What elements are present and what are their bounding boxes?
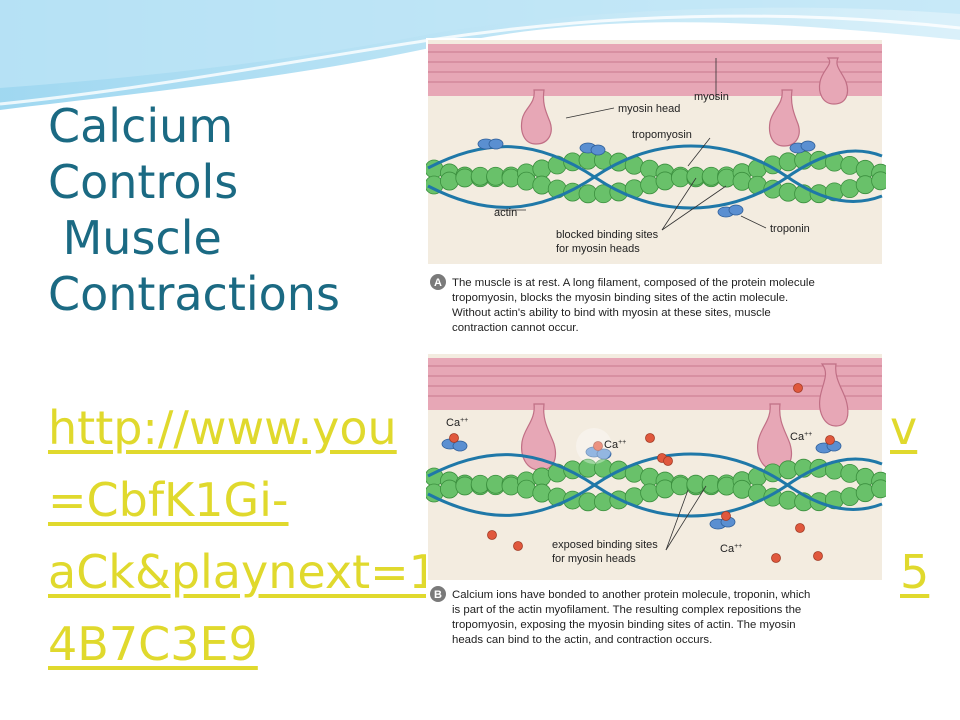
actin-bead [532,159,552,179]
label-exposed-line2: for myosin heads [552,553,636,565]
actin-bead [840,179,860,199]
link-fragment[interactable]: 5 [900,545,930,599]
calcium-ions [449,383,835,563]
label-tropomyosin: tropomyosin [632,129,692,141]
link-fragment[interactable]: v [890,401,918,455]
video-link[interactable]: http://www.you =CbfK1Gi- aCk&playnext=1 … [48,392,930,680]
calcium-highlight [576,428,612,464]
label-exposed-line1: exposed binding sites [552,539,658,551]
badge-b-letter: B [434,589,442,601]
leader-lines [665,485,707,551]
actin-bead [532,175,552,195]
caption-b-line: is part of the actin myofilament. The re… [452,604,801,616]
badge-a [430,274,446,290]
caption-b-line: heads can bind to the actin, and contrac… [452,634,712,646]
tropomyosin-strands [427,144,883,210]
caption-a: A The muscle is at rest. A long filament… [428,266,882,352]
link-line[interactable]: http://www.you [48,401,397,455]
myosin-filament [428,44,882,96]
caption-a-line: tropomyosin, blocks the myosin binding s… [452,292,788,304]
title-line: Muscle [48,211,222,265]
link-line[interactable]: 4B7C3E9 [48,617,258,671]
caption-b-line: tropomyosin, exposing the myosin binding… [452,619,796,631]
caption-b-line: Calcium ions have bonded to another prot… [452,589,810,601]
caption-a-line: Without actin's ability to bind with myo… [452,307,771,319]
actin-bead [732,479,752,499]
label-myosin-head: myosin head [618,103,680,115]
actin-bead [532,467,552,487]
caption-b: B Calcium ions have bonded to another pr… [428,582,882,650]
label-blocked-line2: for myosin heads [556,243,640,255]
actin-bead [517,479,536,499]
actin-bead [732,171,752,191]
title-line: Controls [48,155,239,209]
actin-bead [840,463,860,483]
panel-a: myosin head myosin tropomyosin actin tro… [426,40,886,264]
muscle-contraction-figure: myosin head myosin tropomyosin actin tro… [426,38,886,652]
actin-bead [532,483,552,503]
caption-a-line: contraction cannot occur. [452,322,579,334]
actin-bead [871,479,886,499]
actin-bead [871,171,886,191]
myosin-filament [428,358,882,410]
label-actin: actin [494,207,517,219]
label-ca: Ca++ [790,431,812,443]
slide-title: Calcium Controls Muscle Contractions [48,98,428,322]
troponin-complexes [477,138,816,218]
actin-bead [855,175,875,195]
label-ca: Ca++ [604,439,626,451]
label-ca: Ca++ [720,543,742,555]
myosin-heads [521,363,849,471]
link-line[interactable]: aCk&playnext=1 [48,545,438,599]
badge-a-letter: A [434,277,442,289]
actin-filament [426,150,886,204]
actin-bead [517,171,536,191]
caption-a-line: The muscle is at rest. A long filament, … [452,277,815,289]
leader-lines [496,58,767,231]
label-myosin: myosin [694,91,729,103]
tropomyosin-strands [427,452,883,518]
actin-bead [640,175,660,195]
myosin-heads [520,57,849,147]
label-blocked-line1: blocked binding sites [556,229,659,241]
actin-bead [640,483,660,503]
panel-b: Ca++ Ca++ Ca++ Ca++ exposed binding site… [426,354,886,580]
actin-bead [855,483,875,503]
actin-bead [840,487,860,507]
label-troponin: troponin [770,223,810,235]
title-line: Calcium [48,99,234,153]
link-line[interactable]: =CbfK1Gi- [48,473,289,527]
actin-filament [426,458,886,512]
title-line: Contractions [48,267,340,321]
badge-b [430,586,446,602]
actin-bead [840,155,860,175]
label-ca: Ca++ [446,417,468,429]
